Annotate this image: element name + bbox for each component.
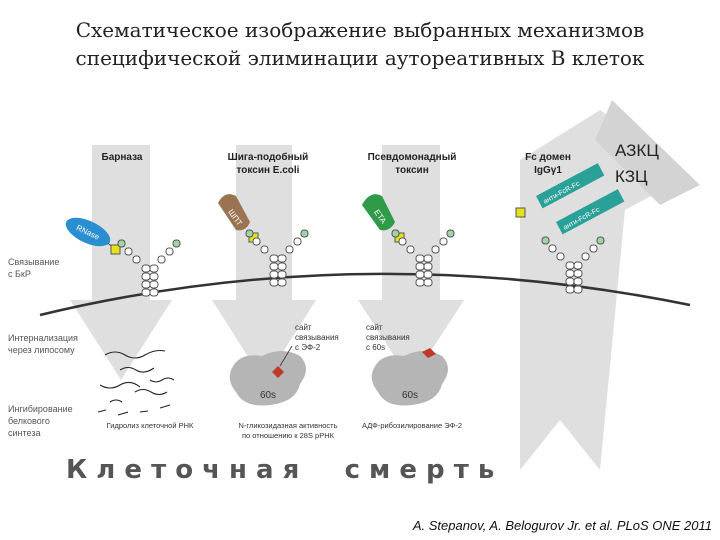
ribosome-60s-2: 60s bbox=[260, 390, 276, 401]
title-line-2: специфической элиминации аутореативных В… bbox=[75, 46, 645, 70]
col2-bottom-1: N-гликозидазная активность bbox=[238, 421, 337, 430]
toxin-red-3 bbox=[422, 348, 436, 358]
flow-arrow-1 bbox=[70, 145, 172, 380]
antigen-square bbox=[110, 244, 121, 255]
ribosome-3: 60s сайт связывания с 60s bbox=[366, 323, 448, 406]
adcc-label: АЗКЦ bbox=[615, 141, 659, 160]
rnase-body bbox=[65, 217, 111, 247]
fc-domain-1 bbox=[536, 163, 605, 209]
col1-heading: Барназа bbox=[102, 152, 143, 163]
rnase-conjugate: RNase bbox=[65, 217, 181, 297]
side-internalization-1: Интернализация bbox=[8, 333, 78, 343]
eta-body bbox=[362, 194, 395, 231]
site-label-3b: связывания bbox=[366, 333, 410, 342]
site-label-2a: сайт bbox=[295, 323, 312, 332]
col3-heading-1: Псевдомонадный bbox=[368, 152, 457, 163]
site-label-3a: сайт bbox=[366, 323, 383, 332]
col2-heading-1: Шига-подобный bbox=[228, 151, 309, 163]
col3-bottom: АДФ-рибозилирование ЭФ-2 bbox=[362, 421, 462, 430]
side-inhibition-1: Ингибирование bbox=[8, 404, 73, 414]
title-line-1: Схематическое изображение выбранных меха… bbox=[75, 18, 645, 42]
side-binding-1: Связывание bbox=[8, 257, 59, 267]
shiga-conjugate: ШПТ bbox=[218, 194, 309, 287]
col3-heading-2: токсин bbox=[395, 165, 429, 176]
cdc-label: КЗЦ bbox=[615, 167, 648, 186]
col2-heading-2: токсин E.coli bbox=[237, 165, 300, 176]
eta-conjugate: ETA bbox=[362, 194, 455, 287]
shiga-body bbox=[218, 194, 250, 231]
site-label-3c: с 60s bbox=[366, 343, 385, 352]
fc-domain-2 bbox=[555, 189, 625, 235]
rna-strands bbox=[97, 349, 175, 416]
col4-heading-2: IgGγ1 bbox=[534, 165, 562, 176]
side-inhibition-2: белкового bbox=[8, 416, 50, 426]
site-label-2c: с ЭФ-2 bbox=[295, 343, 321, 352]
flow-arrow-4-head bbox=[595, 100, 700, 205]
col2-bottom-2: по отношению к 28S рРНК bbox=[242, 431, 335, 440]
col4-heading-1: Fc домен bbox=[525, 152, 571, 163]
cell-death-label: К л е т о ч н а я с м е р т ь bbox=[66, 455, 494, 485]
side-binding-2: с БкР bbox=[8, 269, 31, 279]
citation: A. Stepanov, A. Belogurov Jr. et al. PLo… bbox=[412, 518, 712, 533]
ribosome-60s-3: 60s bbox=[402, 390, 418, 401]
cell-membrane bbox=[39, 272, 691, 317]
side-inhibition-3: синтеза bbox=[8, 428, 40, 438]
antigen-square bbox=[515, 207, 526, 218]
side-internalization-2: через липосому bbox=[8, 345, 75, 355]
site-label-2b: связывания bbox=[295, 333, 339, 342]
col1-bottom: Гидролиз клеточной РНК bbox=[107, 421, 194, 430]
toxin-red-2 bbox=[272, 366, 284, 378]
ribosome-2: 60s сайт связывания с ЭФ-2 bbox=[229, 323, 339, 406]
